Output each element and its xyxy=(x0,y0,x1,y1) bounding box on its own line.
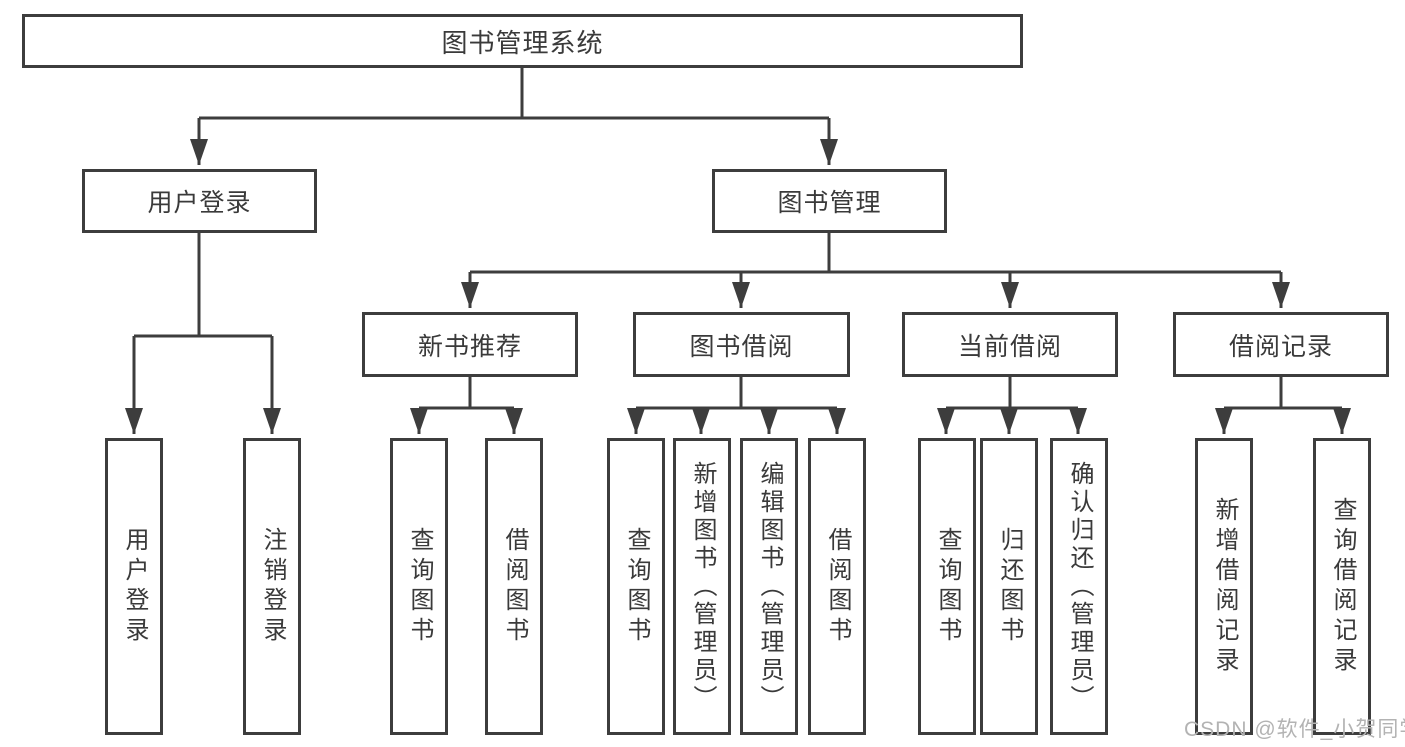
leaf-logout: 注销登录 xyxy=(243,438,301,735)
leaf-query-borrow-record: 查询借阅记录 xyxy=(1313,438,1371,735)
leaf-borrow-books-recommend: 借阅图书 xyxy=(485,438,543,735)
node-current-borrow: 当前借阅 xyxy=(902,312,1118,377)
leaf-add-book-admin: 新增图书（管理员） xyxy=(673,438,731,735)
leaf-borrow-books: 借阅图书 xyxy=(808,438,866,735)
leaf-add-borrow-record: 新增借阅记录 xyxy=(1195,438,1253,735)
leaf-confirm-return-admin: 确认归还（管理员） xyxy=(1050,438,1108,735)
node-book-management: 图书管理 xyxy=(712,169,947,233)
leaf-borrow-books-label: 借阅图书 xyxy=(824,526,851,647)
leaf-query-books-current-label: 查询图书 xyxy=(934,526,961,647)
leaf-logout-label: 注销登录 xyxy=(259,526,286,647)
node-user-login: 用户登录 xyxy=(82,169,317,233)
leaf-return-book-label: 归还图书 xyxy=(996,526,1023,647)
leaf-query-books-borrow-label: 查询图书 xyxy=(623,526,650,647)
node-new-book-recommend: 新书推荐 xyxy=(362,312,578,377)
node-library-management-system: 图书管理系统 xyxy=(22,14,1023,68)
node-book-borrow: 图书借阅 xyxy=(633,312,850,377)
watermark: CSDN @软件_小贺同学 xyxy=(1184,718,1405,741)
leaf-borrow-books-recommend-label: 借阅图书 xyxy=(501,526,528,647)
leaf-query-books-borrow: 查询图书 xyxy=(607,438,665,735)
leaf-return-book: 归还图书 xyxy=(980,438,1038,735)
node-borrow-records: 借阅记录 xyxy=(1173,312,1389,377)
leaf-edit-book-admin-label: 编辑图书（管理员） xyxy=(756,460,783,713)
leaf-edit-book-admin: 编辑图书（管理员） xyxy=(740,438,798,735)
leaf-user-login: 用户登录 xyxy=(105,438,163,735)
leaf-add-borrow-record-label: 新增借阅记录 xyxy=(1211,496,1238,677)
leaf-user-login-label: 用户登录 xyxy=(121,526,148,647)
leaf-confirm-return-admin-label: 确认归还（管理员） xyxy=(1066,460,1093,713)
leaf-query-borrow-record-label: 查询借阅记录 xyxy=(1329,496,1356,677)
leaf-query-books-recommend-label: 查询图书 xyxy=(406,526,433,647)
leaf-query-books-current: 查询图书 xyxy=(918,438,976,735)
leaf-query-books-recommend: 查询图书 xyxy=(390,438,448,735)
leaf-add-book-admin-label: 新增图书（管理员） xyxy=(689,460,716,713)
